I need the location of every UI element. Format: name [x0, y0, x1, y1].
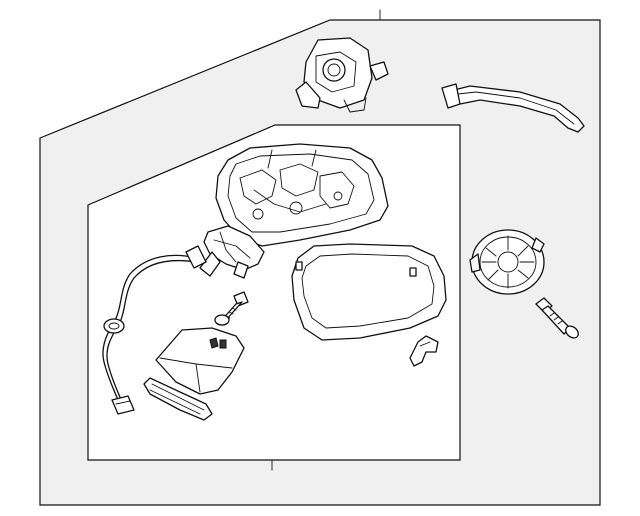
bolt-icon	[535, 297, 579, 339]
clip-icon	[409, 335, 439, 367]
bolt-icon	[214, 291, 249, 326]
trim-strip-icon	[441, 83, 585, 133]
mirror-assembly-icon	[199, 143, 389, 279]
lower-cover-icon	[155, 327, 245, 395]
wire-harness-icon	[102, 245, 207, 415]
camera-icon	[295, 37, 389, 113]
turn-signal-lamp-icon	[143, 377, 213, 421]
actuator-icon	[469, 229, 545, 295]
mirror-glass-icon	[291, 243, 447, 341]
